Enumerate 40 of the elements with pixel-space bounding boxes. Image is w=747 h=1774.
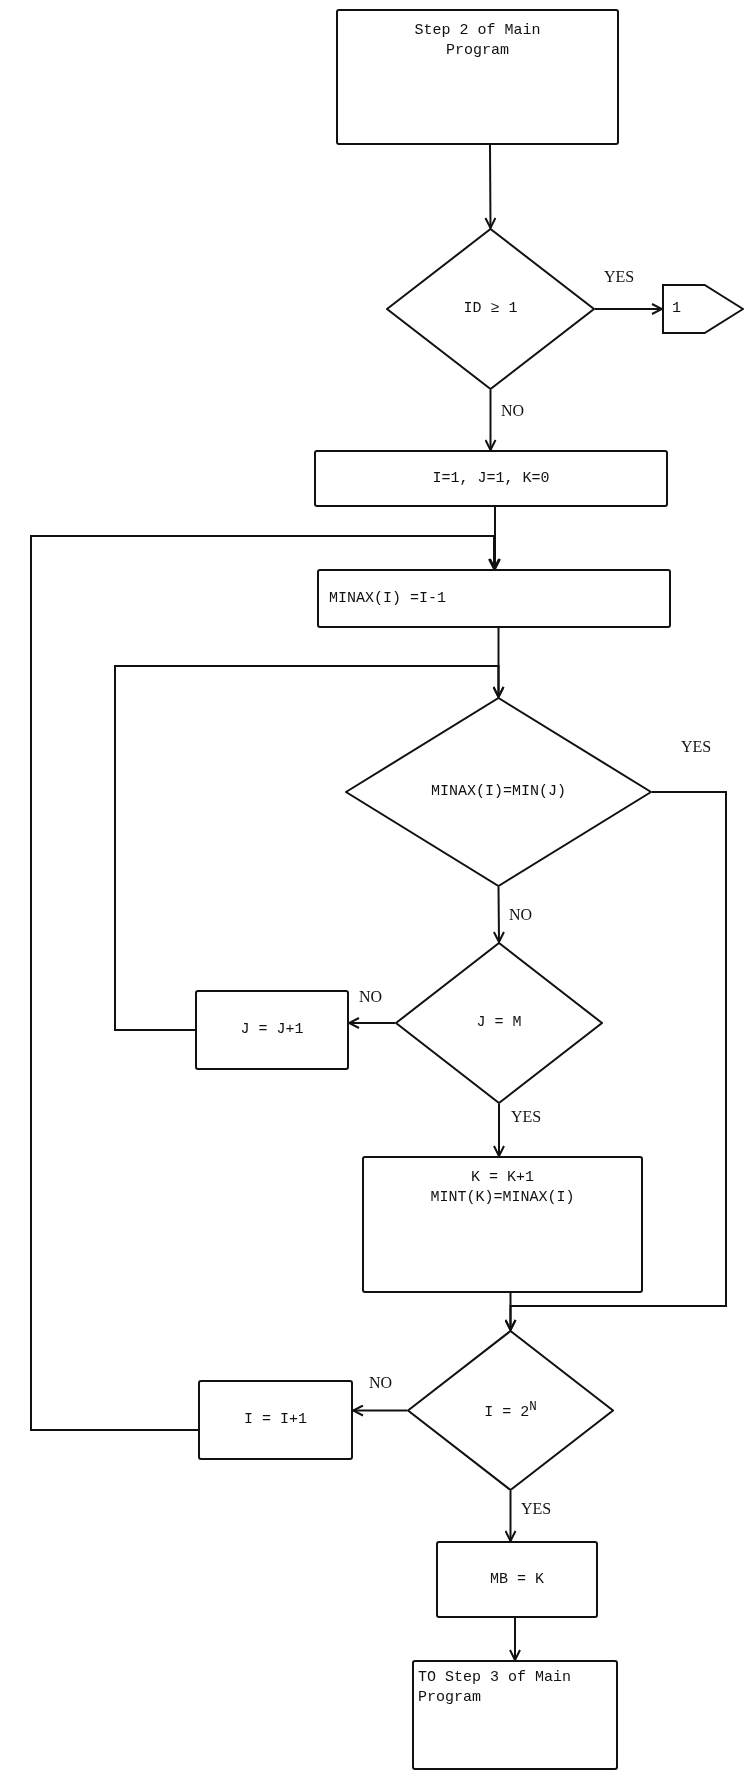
process-box (436, 1541, 598, 1618)
node-text: TO Step 3 of Main Program (418, 1668, 573, 1707)
decision-diamond (395, 942, 603, 1104)
arrow (348, 1017, 396, 1029)
node-text: J = M (476, 1013, 522, 1033)
process-box (317, 569, 671, 628)
node-text: MB = K (490, 1569, 544, 1590)
node-text: J = J+1 (240, 1020, 304, 1040)
arrow (504, 1292, 517, 1331)
node-text: ID ≥ 1 (463, 299, 518, 319)
arrow (493, 1103, 505, 1157)
node-text: K = K+1 (471, 1168, 534, 1188)
arrow (509, 1617, 521, 1661)
node-text: I=1, J=1, K=0 (432, 468, 550, 489)
process-box (198, 1380, 353, 1460)
node-text: MINAX(I)=MIN(J) (431, 782, 566, 802)
process-box (412, 1660, 618, 1770)
arrow (484, 144, 497, 229)
node-text: MINAX(I) =I-1 (329, 588, 447, 609)
arrow (489, 506, 501, 570)
decision-diamond (407, 1330, 614, 1491)
offpage-connector (662, 284, 744, 334)
node-text: I = 2$^{N}$ (484, 1398, 537, 1423)
node-text: MINT(K)=MINAX(I) (430, 1187, 575, 1207)
arrow (30, 535, 500, 1431)
arrow (594, 303, 663, 315)
node-text: 1 (672, 299, 681, 319)
process-box (362, 1156, 643, 1293)
arrow (484, 389, 497, 451)
arrow (114, 665, 505, 1031)
process-box (336, 9, 619, 145)
arrow (492, 886, 505, 943)
arrow (504, 1490, 517, 1542)
arrow (352, 1404, 408, 1417)
node-text: Step 2 of Main Program (413, 21, 542, 60)
process-box (314, 450, 668, 507)
node-text: I = I+1 (244, 1410, 307, 1430)
decision-diamond (345, 697, 652, 887)
decision-diamond (386, 228, 595, 390)
process-box (195, 990, 349, 1070)
